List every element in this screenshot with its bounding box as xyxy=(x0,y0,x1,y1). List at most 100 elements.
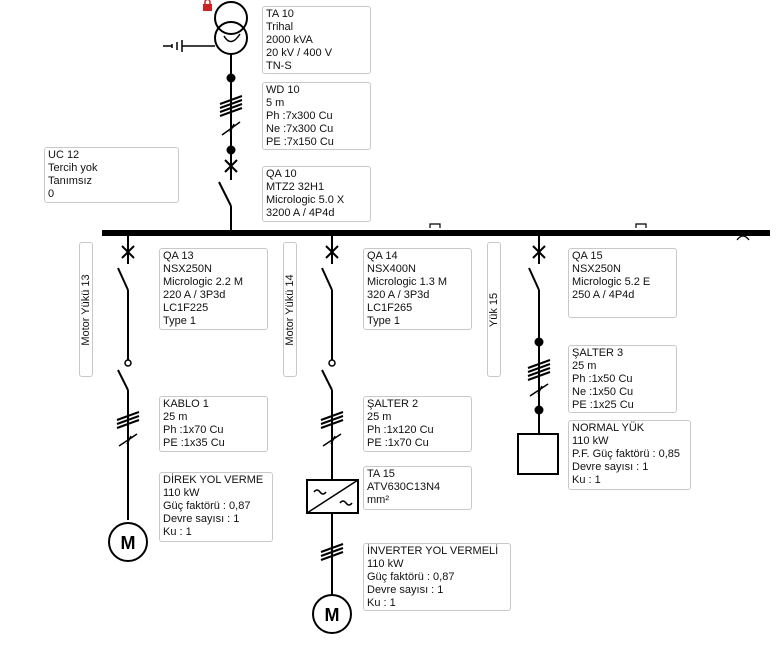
label-line: DİREK YOL VERME xyxy=(163,474,264,486)
label-line: MTZ2 32H1 xyxy=(266,181,325,193)
label-line: Ne :1x50 Cu xyxy=(572,386,634,398)
label-line: Ku : 1 xyxy=(163,526,192,538)
motor-symbol-letter: M xyxy=(325,605,340,625)
label-line: 25 m xyxy=(572,360,597,372)
label-line: WD 10 xyxy=(266,84,300,96)
label-line: mm² xyxy=(367,494,389,506)
label-line: TN-S xyxy=(266,60,292,72)
busbar-connection-icon[interactable] xyxy=(736,235,750,241)
label-line: Ku : 1 xyxy=(572,474,601,486)
busbar-connection-icon[interactable] xyxy=(635,223,647,236)
label-line: PE :1x35 Cu xyxy=(163,437,225,449)
label-line: Micrologic 5.0 X xyxy=(266,194,345,206)
label-line: ŞALTER 3 xyxy=(572,347,624,359)
cable-wd10-symbol[interactable] xyxy=(219,95,243,136)
breaker-qa15-symbol[interactable] xyxy=(528,236,546,434)
label-line: Type 1 xyxy=(163,315,197,327)
label-line: 220 A / 3P3d xyxy=(163,289,226,301)
label-line: Trihal xyxy=(266,21,294,33)
connection-dot xyxy=(534,405,544,415)
label-line: 250 A / 4P4d xyxy=(572,289,635,301)
label-line: Güç faktörü : 0,87 xyxy=(163,500,251,512)
connection-dot xyxy=(534,337,544,347)
motor-icon[interactable] xyxy=(108,522,148,562)
cable-salter3-symbol[interactable] xyxy=(527,359,551,397)
busbar-connection-icon[interactable] xyxy=(429,223,441,236)
label-line: TA 10 xyxy=(266,8,294,20)
label-line: PE :7x150 Cu xyxy=(266,136,334,148)
busbar[interactable] xyxy=(102,230,770,236)
label-line: 320 A / 3P3d xyxy=(367,289,430,301)
label-line: Devre sayısı : 1 xyxy=(163,513,240,525)
feeder-2-vertical-label[interactable]: Motor Yükü 14 xyxy=(283,242,297,377)
transformer-symbol[interactable] xyxy=(214,1,248,55)
label-line: NORMAL YÜK xyxy=(572,422,645,434)
label-line: Güç faktörü : 0,87 xyxy=(367,571,455,583)
label-line: 25 m xyxy=(367,411,392,423)
label-line: UC 12 xyxy=(48,149,80,161)
label-line: KABLO 1 xyxy=(163,398,209,410)
motor-symbol-letter: M xyxy=(121,533,136,553)
ground-icon xyxy=(163,40,183,52)
cable-kablo1-symbol[interactable] xyxy=(116,411,140,447)
label-line: Micrologic 1.3 M xyxy=(367,276,448,288)
label-line: NSX250N xyxy=(163,263,212,275)
label-line: Micrologic 5.2 E xyxy=(572,276,651,288)
label-line: Ph :1x70 Cu xyxy=(163,424,224,436)
connection-dot xyxy=(226,73,236,83)
breaker-qa13-symbol[interactable] xyxy=(117,236,135,391)
label-line: 5 m xyxy=(266,97,285,109)
label-line: 2000 kVA xyxy=(266,34,313,46)
breaker-qa14-symbol[interactable] xyxy=(321,236,339,391)
motor-icon[interactable] xyxy=(312,594,352,634)
label-line: LC1F265 xyxy=(367,302,413,314)
label-line: PE :1x25 Cu xyxy=(572,399,634,411)
label-line: Ne :7x300 Cu xyxy=(266,123,334,135)
label-line: Tanımsız xyxy=(48,175,93,187)
cable-vfd-output-symbol[interactable] xyxy=(320,543,344,561)
label-line: Ph :1x50 Cu xyxy=(572,373,633,385)
label-line: PE :1x70 Cu xyxy=(367,437,429,449)
label-line: QA 15 xyxy=(572,250,603,262)
feeder-1-vertical-label[interactable]: Motor Yükü 13 xyxy=(79,242,93,377)
label-line: TA 15 xyxy=(367,468,395,480)
breaker-qa10-symbol[interactable] xyxy=(218,150,238,232)
label-line: QA 10 xyxy=(266,168,297,180)
label-line: Devre sayısı : 1 xyxy=(572,461,649,473)
label-line: 3200 A / 4P4d xyxy=(266,207,335,219)
label-line: ŞALTER 2 xyxy=(367,398,419,410)
label-line: NSX400N xyxy=(367,263,416,275)
label-line: 110 kW xyxy=(367,558,404,570)
variable-frequency-drive-icon[interactable] xyxy=(306,479,359,514)
label-line: ATV630C13N4 xyxy=(367,481,441,493)
label-line: QA 13 xyxy=(163,250,194,262)
cable-salter2-symbol[interactable] xyxy=(320,411,344,447)
feeder-3-vertical-label[interactable]: Yük 15 xyxy=(487,242,501,377)
label-line: P.F. Güç faktörü : 0,85 xyxy=(572,448,681,460)
load-box-icon[interactable] xyxy=(517,433,559,475)
label-line: 20 kV / 400 V xyxy=(266,47,333,59)
label-line: LC1F225 xyxy=(163,302,209,314)
label-line: Ku : 1 xyxy=(367,597,396,609)
label-line: İNVERTER YOL VERMELİ xyxy=(367,545,499,557)
label-line: Tercih yok xyxy=(48,162,98,174)
label-line: 0 xyxy=(48,188,55,200)
label-line: Micrologic 2.2 M xyxy=(163,276,244,288)
label-line: Type 1 xyxy=(367,315,401,327)
lock-icon[interactable] xyxy=(203,0,212,11)
